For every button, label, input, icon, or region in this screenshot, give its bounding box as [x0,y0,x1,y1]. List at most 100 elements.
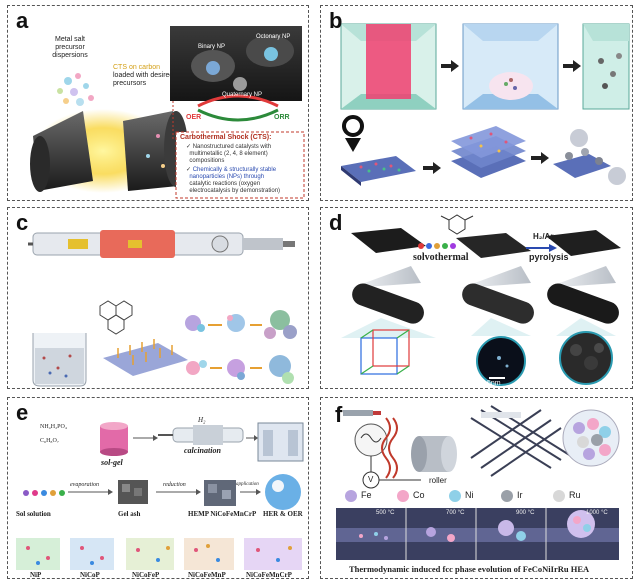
legend-label-co: Co [413,490,425,500]
oer-label: OER [186,114,202,121]
precursor-label: Metal salt precursor dispersions [52,36,88,59]
roller-label: roller [429,476,447,485]
nicop-label: NiCoP [80,571,100,579]
solgel-beaker [100,422,128,456]
sol-solution-label: Sol solution [16,510,51,518]
fiber-cone-2 [461,266,531,288]
panel-c: c [7,207,309,389]
scale-label: 5nm [487,380,501,387]
legend-dot-fe [345,490,357,502]
temp-label-3: 1000 °C [586,510,608,516]
fiber-jet [381,417,391,479]
sol-dots [23,490,65,496]
legend-dot-ru [553,490,565,502]
nicofemncrp-label: NiCoFeMnCrP [246,571,292,579]
carbon-cloth-2 [456,233,531,258]
legend-label-ni: Ni [465,490,474,500]
her-oer-label: HER & OER [263,510,303,518]
cts-carbon-line3: precursors [113,80,147,87]
linker-molecule [440,214,474,235]
hemp-particles [204,480,236,506]
cts-title: Carbothermal Shock (CTS): [180,134,272,141]
application-label: application [236,482,259,487]
temp-label-0: 500 °C [376,510,395,516]
pointer-icon [342,115,364,137]
panel-d: d solvothermal H₂/Ar pyrolysis 5nm [320,207,633,389]
arrow-banner [481,412,521,418]
roller [411,436,457,472]
her-oer-globe [265,474,301,510]
gas-label: H₂/Ar [533,232,554,241]
fiber-cone-1 [351,266,421,288]
cts-carbon-line1: CTS on carbon [113,64,161,71]
graphene-icon [99,300,133,335]
legend-dot-ni [449,490,461,502]
panel-c-illustration [28,230,297,387]
panel-e: e NH₄H₂PO₄ C₆H₈O₇ sol-gel H₂ calcination… [7,397,309,579]
cts-box [175,131,305,199]
panel-label-b: b [329,8,343,33]
precursor-dispersion [57,73,94,106]
cts-carbon-line2: loaded with desired [113,72,174,79]
nicofemnp-label: NiCoFeMnP [188,571,226,579]
gear-icon [211,235,229,253]
orr-label: ORR [274,114,290,121]
tem-image-2 [559,331,613,385]
np-lower-pathway [186,355,294,384]
panel-d-illustration [341,214,621,386]
legend-label-fe: Fe [361,490,372,500]
syringe [343,410,381,416]
evolution-particles [359,510,595,542]
substrate-1 [341,156,416,186]
legend-label-ir: Ir [517,490,523,500]
solvothermal-label: solvothermal [413,252,469,263]
np-upper-pathway [185,310,297,339]
gel-ash-label: Gel ash [118,510,141,518]
bullet1-line2: multimetallic (2, 4, 8 element) [189,151,268,157]
metal-dots [418,243,456,249]
pyrolysis-label: pyrolysis [529,252,569,262]
np-zoom-2 [608,167,626,185]
panel-label-e: e [16,400,29,425]
gel-ash [118,480,148,504]
panel-b-illustration [340,23,630,186]
bullet2-line4: electrocatalysis by demonstration) [189,188,281,194]
bullet1-line3: compositions [189,158,225,164]
mof-cube [360,329,410,375]
cts-carbon-label: CTS on carbon loaded with desired precur… [113,64,173,88]
arrow-2 [563,60,581,72]
beaker [32,333,87,387]
carbon-fiber-left [30,111,93,192]
nh4-label: NH₄H₂PO₄ [40,424,67,430]
hemp-label: HEMP NiCoFeMnCrP [188,510,257,518]
chamber-1 [340,23,437,110]
legend-label-ru: Ru [569,490,581,500]
evolution-caption: Thermodynamic induced fcc phase evolutio… [349,564,590,574]
substrate-particles [553,148,611,178]
cts-bullet-2: ✓ Chemically & structurally stable nanop… [186,167,281,194]
reduction-label: reduction [163,482,186,488]
bullet2-line1: Chemically & structurally stable [192,167,277,173]
panel-f-illustration [336,405,620,560]
bullet1-line1: Nanostructured catalysts with [192,144,272,150]
orr-arc [197,108,279,122]
cts-bullet-1: ✓ Nanostructured catalysts with multimet… [186,144,272,164]
bullet2-line2: nanoparticles (NPs) through [189,174,265,180]
binary-np [206,61,220,75]
panel-e-illustration [16,422,304,570]
panel-b: b [320,5,633,201]
voltage-label: V [368,475,374,484]
hea-atoms [573,418,611,460]
carbon-cloth-3 [546,230,621,256]
nip-label: NiP [30,571,42,579]
bullet2-line3: catalytic reactions (oxygen [189,181,261,187]
fiber-3 [547,283,619,324]
fiber-1 [352,283,424,324]
crystal-row [16,538,302,570]
fiber-2 [462,283,534,324]
electrolyzer-cell [257,422,304,462]
panel-label-f: f [335,402,343,427]
fiber-cone-3 [546,266,616,288]
element-legend-dots [345,490,565,502]
